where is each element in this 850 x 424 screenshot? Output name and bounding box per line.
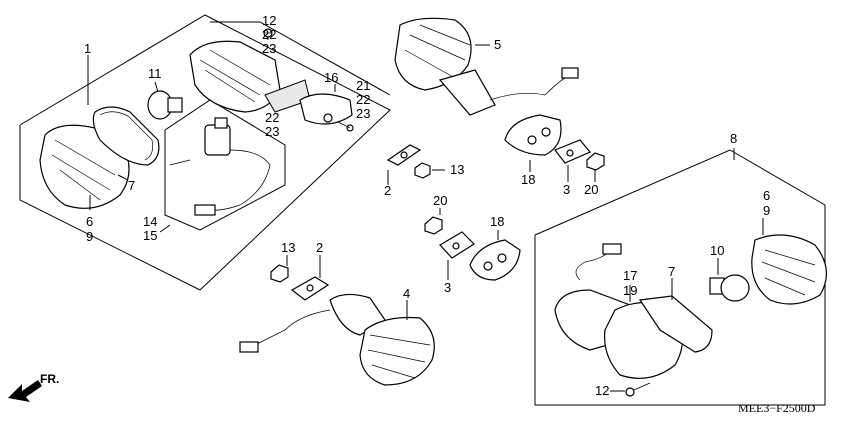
callout-3-upper: 3 [563, 182, 570, 197]
washer-3-middle [439, 231, 475, 259]
nut-20-upper [586, 152, 605, 171]
nut-20-middle [424, 216, 443, 235]
spacer-18-upper [504, 114, 562, 156]
callout-7-right: 7 [668, 264, 675, 279]
callout-13-upper: 13 [450, 162, 464, 177]
callout-23-mid: 23 [265, 124, 279, 139]
washer-2-lower [290, 276, 330, 301]
turn-signal-5 [394, 17, 579, 116]
callout-2-lower: 2 [316, 240, 323, 255]
callout-15: 15 [143, 228, 157, 243]
callout-5: 5 [494, 37, 501, 52]
washer-2-upper [386, 144, 422, 166]
callout-22-top: 22 [262, 27, 276, 42]
callout-1: 1 [84, 41, 91, 56]
callout-12-bottom: 12 [595, 383, 609, 398]
callout-4: 4 [403, 286, 410, 301]
callout-9-right: 9 [763, 203, 770, 218]
callout-22-right: 22 [356, 92, 370, 107]
washer-3-upper [554, 139, 591, 164]
callout-13-lower: 13 [281, 240, 295, 255]
callout-6-left: 6 [86, 214, 93, 229]
drawing-code: MEE3−F2500D [738, 401, 816, 415]
callout-11: 11 [148, 66, 162, 81]
callout-16: 16 [324, 70, 338, 85]
nut-13-upper [414, 162, 431, 179]
callout-23-top: 23 [262, 41, 276, 56]
bulb-11 [147, 90, 183, 120]
callout-23-right: 23 [356, 106, 370, 121]
callout-18-middle: 18 [490, 214, 504, 229]
callout-3-middle: 3 [444, 280, 451, 295]
socket-16 [299, 93, 353, 125]
callout-22-mid: 22 [265, 110, 279, 125]
callout-9-left: 9 [86, 229, 93, 244]
screw-23-right [337, 121, 354, 132]
lens-6-right [751, 234, 827, 305]
callout-7-left: 7 [128, 178, 135, 193]
callout-12-top: 12 [262, 13, 276, 28]
socket-harness-14-15 [169, 117, 271, 216]
callout-2-upper: 2 [384, 183, 391, 198]
callout-17: 17 [623, 268, 637, 283]
callout-21: 21 [356, 78, 370, 93]
callout-18-upper: 18 [521, 172, 535, 187]
callout-20-middle: 20 [433, 193, 447, 208]
leader-lines [87, 37, 764, 392]
frame-assembly-8 [534, 149, 826, 406]
turn-signal-4 [239, 293, 435, 386]
gasket-7-left [92, 106, 160, 166]
callout-19: 19 [623, 283, 637, 298]
callout-8: 8 [730, 131, 737, 146]
callout-10: 10 [710, 243, 724, 258]
gasket-7-right [638, 295, 713, 353]
nut-13-lower [270, 264, 289, 283]
direction-label: FR. [40, 372, 59, 386]
frame-subassembly-16 [210, 21, 391, 96]
front-direction-arrow-icon [8, 380, 42, 402]
screw-12-bottom [625, 382, 651, 397]
bulb-10 [709, 274, 750, 302]
frame-assembly-1 [19, 14, 391, 291]
spacer-18-middle [469, 239, 521, 281]
callout-6-right: 6 [763, 188, 770, 203]
callout-14: 14 [143, 214, 157, 229]
callout-20-upper: 20 [584, 182, 598, 197]
